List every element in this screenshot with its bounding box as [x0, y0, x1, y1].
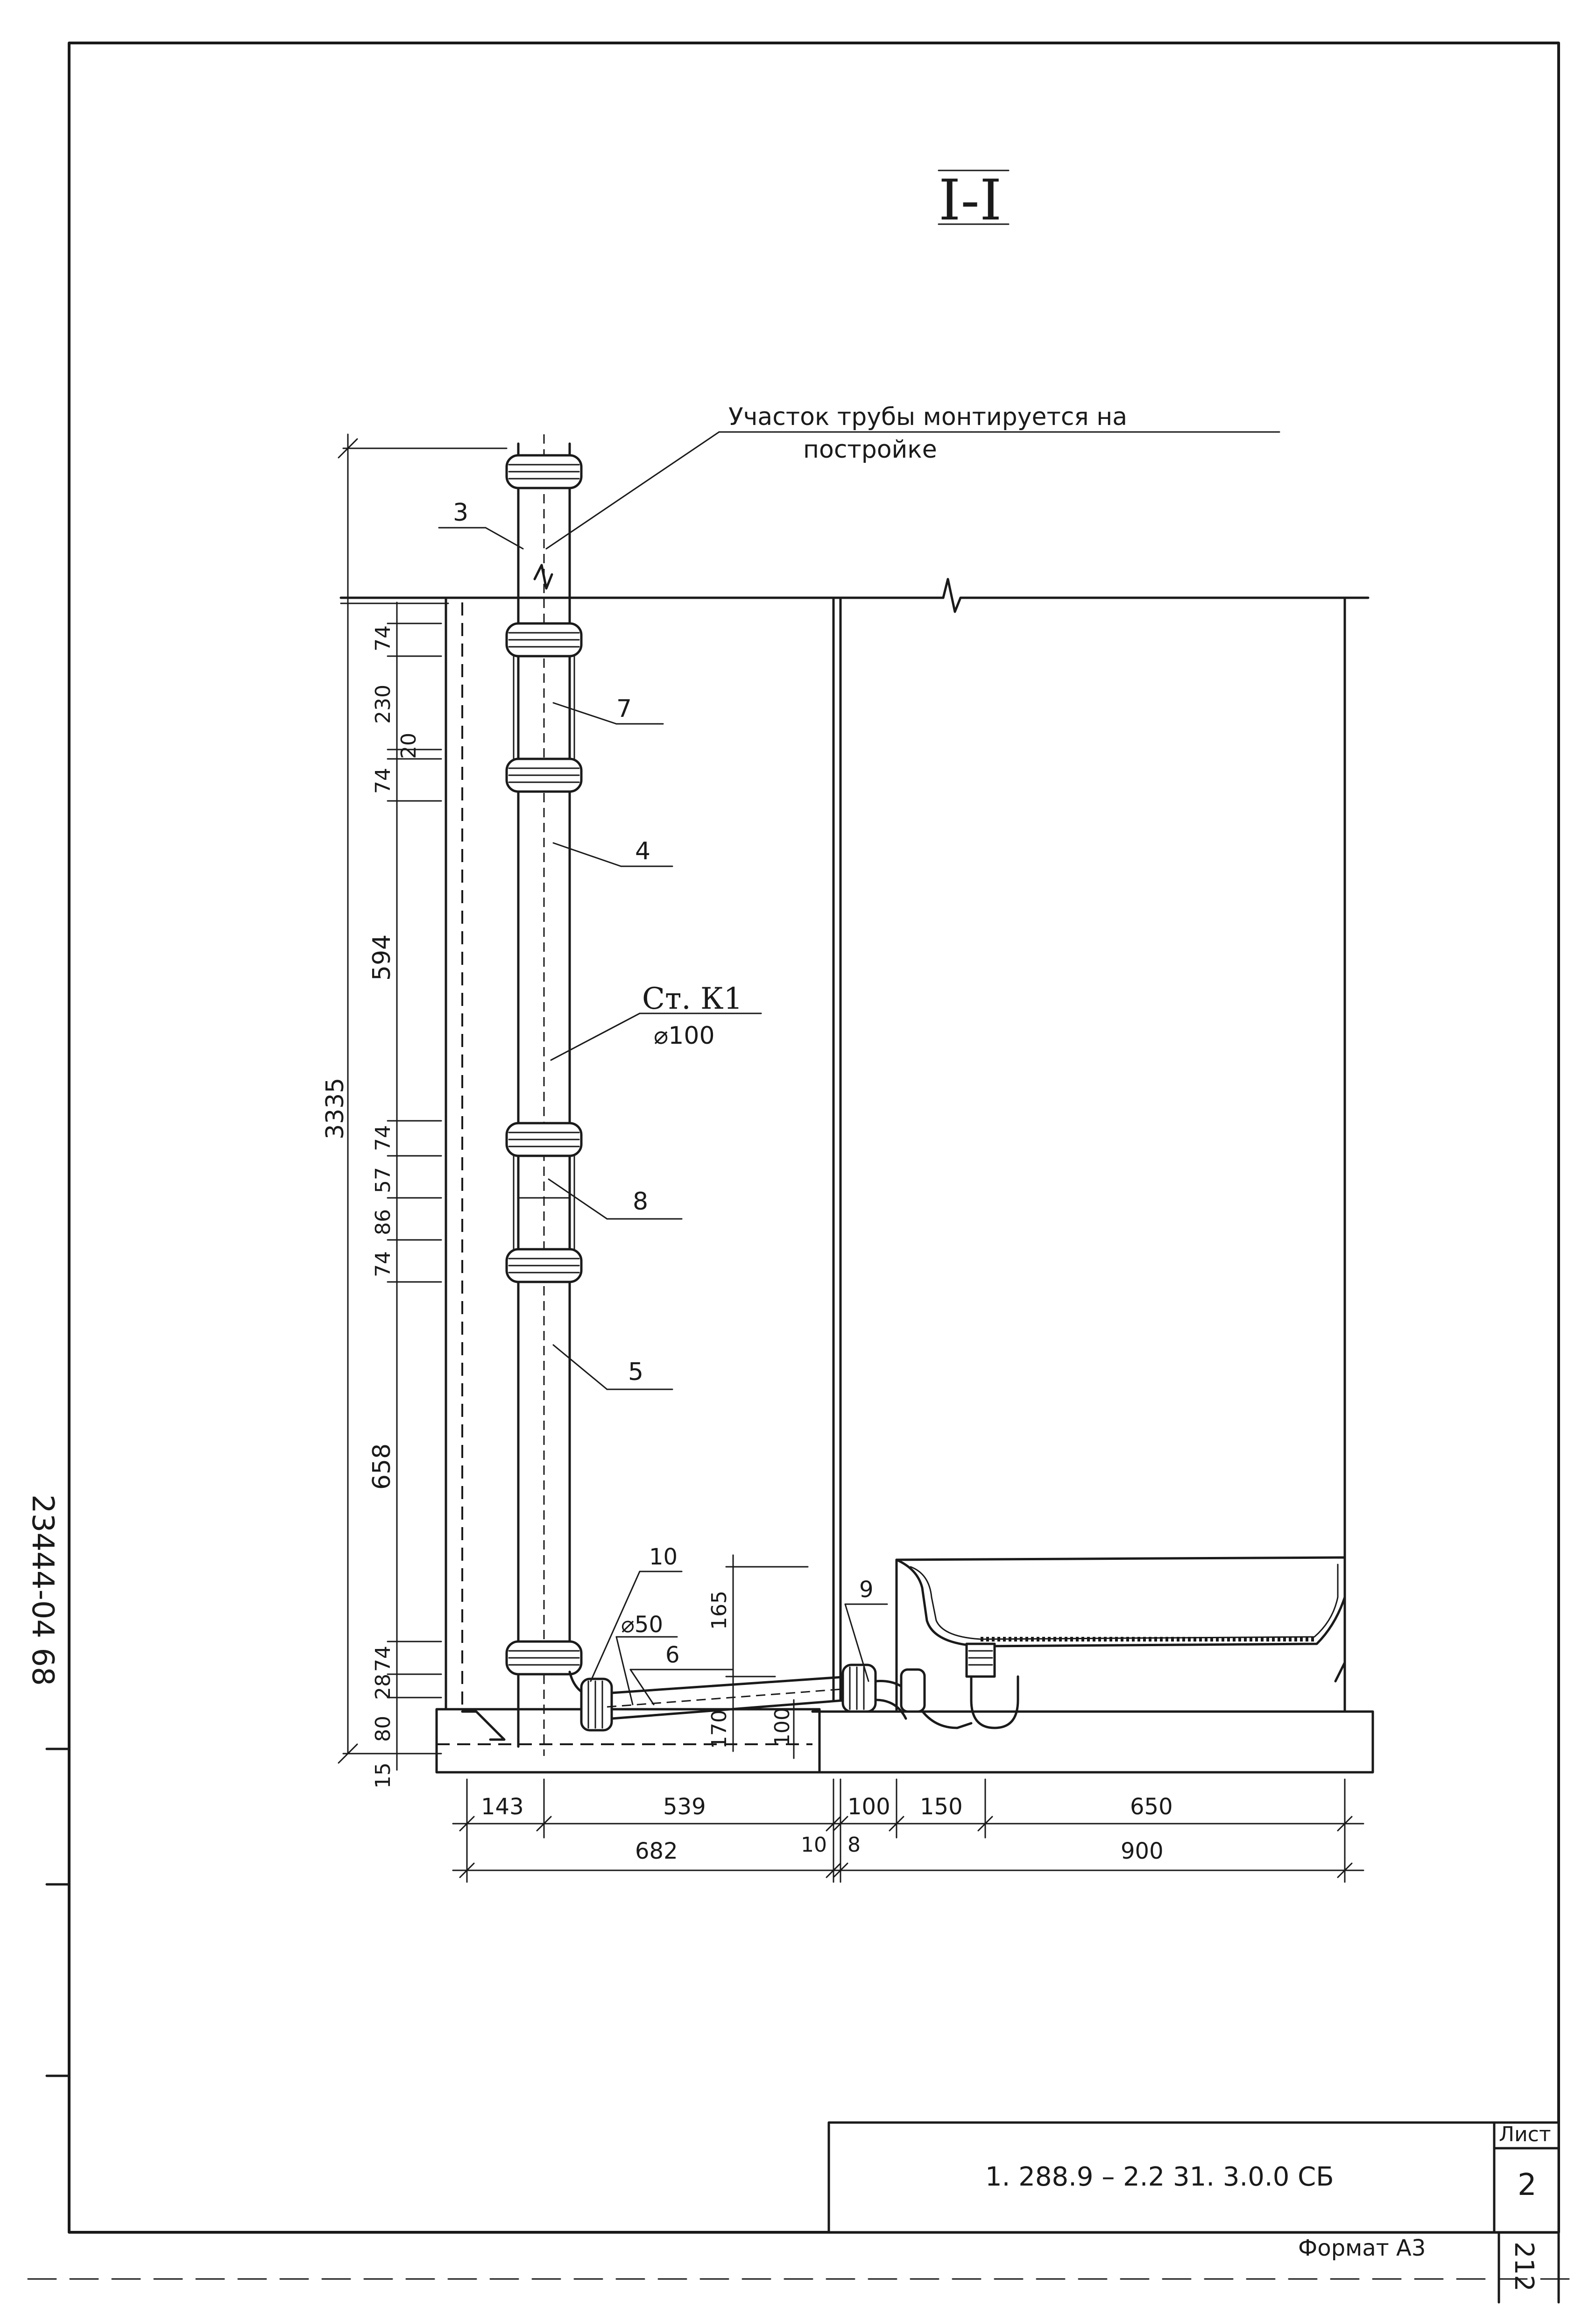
dim-branch-height: 165 [707, 1591, 731, 1630]
dim-pipe: 594 [368, 934, 396, 981]
position-label: 4 [635, 837, 650, 865]
dim-pipe: 80 [371, 1716, 395, 1742]
dim-branch-drop: 170 [707, 1710, 731, 1749]
position-label: 6 [665, 1642, 680, 1668]
dim-horizontal: 650 [1130, 1794, 1173, 1820]
dim-horizontal: 10 [801, 1833, 827, 1857]
riser-pipe [505, 434, 583, 1756]
position-label: 7 [616, 695, 632, 723]
riser-diameter: ⌀100 [654, 1022, 715, 1050]
horizontal-dimensions: 143 539 100 150 650 682 10 8 900 [452, 1778, 1364, 1883]
dim-horizontal: 150 [920, 1794, 963, 1820]
dim-horizontal: 900 [1121, 1838, 1164, 1864]
dim-pipe: 74 [371, 1125, 395, 1151]
format-label: Формат А3 [1298, 2235, 1426, 2261]
dim-horizontal: 100 [847, 1794, 890, 1820]
dim-pipe: 86 [371, 1209, 395, 1235]
dim-pipe: 57 [371, 1167, 395, 1193]
vertical-dimensions: 3335 74 230 20 74 594 74 57 86 74 65 [321, 433, 809, 1789]
dim-horizontal: 539 [663, 1794, 706, 1820]
structure [339, 578, 1374, 1774]
socket-joint [505, 622, 583, 658]
dim-trap-height: 100 [770, 1707, 794, 1747]
dim-pipe: 74 [371, 1646, 395, 1672]
position-label: 3 [453, 499, 468, 527]
dim-overall: 3335 [321, 1078, 349, 1139]
dim-pipe: 74 [371, 625, 395, 651]
dim-pipe: 28 [371, 1674, 395, 1700]
dim-ticks [387, 623, 442, 1755]
position-label: 8 [633, 1188, 648, 1216]
socket-joint [505, 757, 583, 793]
riser-label: Ст. К1 [642, 982, 742, 1016]
margin-stamp: 23444-04 68 [25, 1494, 60, 1686]
bathtub [874, 1556, 1346, 1729]
drawing-designation: 1. 288.9 – 2.2 31. 3.0.0 СБ [985, 2162, 1334, 2192]
note-line1: Участок трубы монтируется на [728, 403, 1127, 431]
branch-diameter: ⌀50 [621, 1612, 663, 1638]
socket-joint [505, 1248, 583, 1283]
site-install-note: Участок трубы монтируется на постройке [545, 403, 1280, 550]
sheet-label: Лист [1499, 2123, 1551, 2146]
position-label: 5 [628, 1358, 643, 1386]
position-label: 10 [649, 1544, 678, 1570]
title-block: 1. 288.9 – 2.2 31. 3.0.0 СБ Лист 2 Форма… [827, 2121, 1560, 2292]
dim-pipe: 230 [371, 685, 395, 724]
dim-pipe: 15 [371, 1762, 395, 1789]
dim-horizontal: 8 [847, 1833, 861, 1857]
dim-horizontal: 143 [481, 1794, 524, 1820]
section-title-group: I-I [938, 168, 1010, 233]
socket-joint [505, 1122, 583, 1157]
note-line2: постройке [803, 436, 937, 464]
dim-pipe: 74 [371, 1251, 395, 1277]
dim-pipe: 74 [371, 768, 395, 794]
section-title: I-I [939, 168, 1002, 233]
position-label: 9 [859, 1577, 874, 1603]
page-number: 212 [1509, 2242, 1539, 2292]
dim-horizontal: 682 [635, 1838, 678, 1864]
socket-joint [505, 1640, 583, 1676]
position-callouts: 3 7 4 8 5 10 6 9 Ст. К1 ⌀100 [438, 499, 888, 1705]
sheet-frame [27, 42, 1579, 2304]
dim-pipe: 20 [397, 733, 421, 759]
sheet-number: 2 [1518, 2168, 1537, 2202]
dim-pipe: 658 [368, 1444, 396, 1490]
